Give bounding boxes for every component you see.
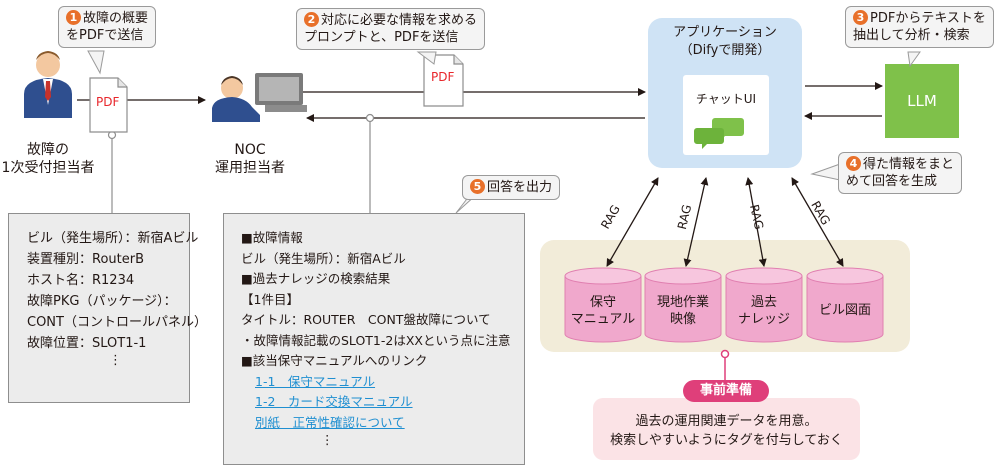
manual-link-2[interactable]: 1-2 カード交換マニュアル [255,394,413,409]
prep-line-2: 検索しやすいようにタグを付与しておく [610,433,843,448]
db-4-line-1: ビル図面 [818,303,871,318]
step-5-badge: 5 [470,179,485,194]
callout-2-line-1: 対応に必要な情報を求める [321,13,478,28]
fault-summary-panel: ビル（発生場所）：新宿Aビル 装置種別：RouterB ホスト名：R1234 故… [8,213,207,403]
db-maintenance-manual: 保守 マニュアル [565,294,641,328]
answer-line-5: タイトル：ROUTER CONT盤故障について [241,312,491,327]
noc-operator-icon [212,73,307,122]
manual-link-3[interactable]: 別紙 正常性確認について [255,414,405,430]
step-2-badge: 2 [304,12,319,27]
answer-line-1: ■故障情報 [241,230,303,245]
pdf-document-icon-2 [423,54,464,107]
reporter-label-line-2: 1次受付担当者 [1,160,95,176]
prep-area [593,398,860,460]
db-cylinders [564,267,884,343]
answer-line-2: ビル（発生場所）：新宿Aビル [241,250,406,266]
pdf-document-icon [89,77,128,133]
db-building-drawings: ビル図面 [807,302,883,319]
noc-label: NOC 運用担当者 [200,141,300,177]
callout-4-line-1: 得た情報をまと [863,157,955,172]
fault-line-4: 故障PKG（パッケージ）： [27,294,177,309]
chat-ui-label: チャットUI [695,92,757,106]
reporter-label-line-1: 故障の [27,142,69,158]
callout-5-line-1: 回答を出力 [487,180,553,195]
chat-icon [694,118,744,149]
callout-1-line-1: 故障の概要 [83,11,149,26]
answer-line-4: 【1件目】 [241,291,299,307]
fault-line-5: CONT（コントロールパネル） [27,315,207,330]
callout-3-line-1: PDFからテキストを [870,11,986,26]
llm-label: LLM [907,92,937,110]
noc-label-line-1: NOC [234,142,266,158]
step-3-badge: 3 [853,10,868,25]
app-title-line-1: アプリケーション [673,25,777,40]
fault-ellipsis: ⋮ [109,353,122,368]
db-2-line-2: 映像 [669,312,696,327]
db-3-line-1: 過去 [750,295,777,310]
db-field-work-video: 現地作業 映像 [645,294,721,328]
db-1-line-2: マニュアル [570,312,636,327]
fault-line-1: ビル（発生場所）：新宿Aビル [27,231,199,246]
manual-link-1[interactable]: 1-1 保守マニュアル [255,373,376,389]
application-title: アプリケーション （Difyで開発） [648,24,802,60]
fault-line-6: 故障位置：SLOT1-1 [27,336,147,351]
db-past-knowledge: 過去 ナレッジ [726,294,802,328]
rag-arrows [606,177,844,267]
prep-line-1: 過去の運用関連データを用意。 [635,414,818,429]
llm-box [885,64,959,138]
prep-text: 過去の運用関連データを用意。 検索しやすいようにタグを付与しておく [593,412,860,450]
callout-2-line-2: プロンプトと、PDFを送信 [304,30,459,45]
answer-line-3: ■過去ナレッジの検索結果 [241,271,391,286]
reporter-person-icon [24,51,72,118]
fault-line-3: ホスト名：R1234 [27,273,135,288]
reporter-label: 故障の 1次受付担当者 [0,141,96,177]
db-1-line-1: 保守 [589,295,616,310]
step-4-badge: 4 [846,156,861,171]
noc-label-line-2: 運用担当者 [215,160,285,176]
answer-ellipsis: ⋮ [321,432,334,447]
fault-line-2: 装置種別：RouterB [27,252,145,267]
answer-line-7: ■該当保守マニュアルへのリンク [241,353,428,368]
pdf-label-2: PDF [431,70,455,84]
callout-1-line-2: をPDFで送信 [66,28,144,43]
callout-3-line-2: 抽出して分析・検索 [853,28,970,43]
db-2-line-1: 現地作業 [656,295,709,310]
answer-line-6: ・故障情報記載のSLOT1-2はXXという点に注意 [241,332,511,348]
prep-badge: 事前準備 [683,380,769,402]
app-title-line-2: （Difyで開発） [679,43,771,58]
callout-4-line-2: めて回答を生成 [846,174,938,189]
answer-output-panel: ■故障情報 ビル（発生場所）：新宿Aビル ■過去ナレッジの検索結果 【1件目】 … [223,213,525,465]
step-1-badge: 1 [66,10,81,25]
db-3-line-2: ナレッジ [737,312,790,327]
pdf-label-1: PDF [96,95,120,109]
